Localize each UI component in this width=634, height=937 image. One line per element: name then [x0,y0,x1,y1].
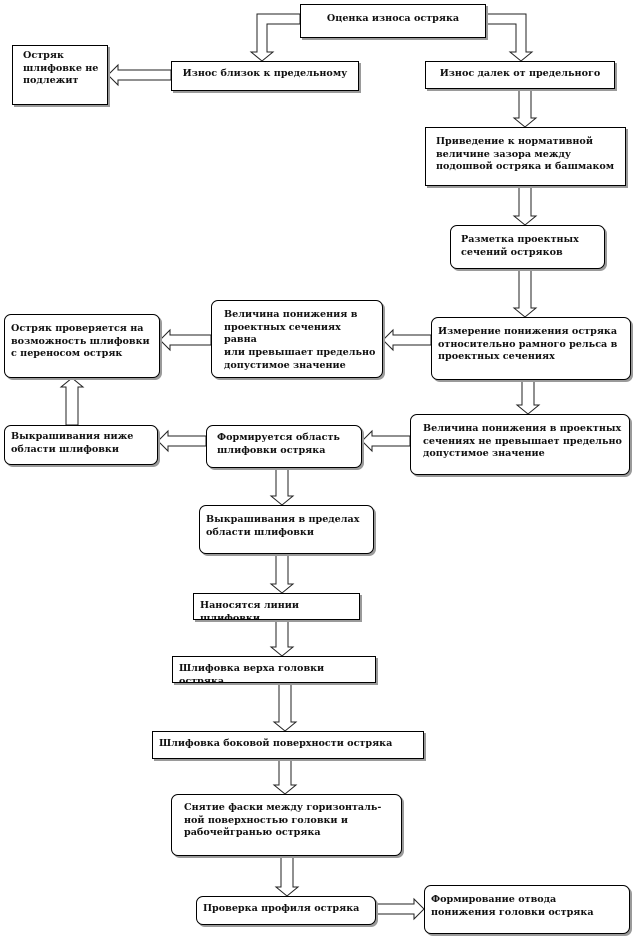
node-not-grindable: Остряк шлифовке не подлежит [12,45,108,105]
node-gap-normalization: Приведение к нормативной величине зазора… [425,127,626,186]
node-grind-head-top: Шлифовка верха головки остряка [172,656,376,683]
node-form-area: Формируется область шлифовки остряка [206,425,362,468]
arrow-assess-to-far-limit [485,13,534,62]
node-check-transfer: Остряк проверяется на возможность шлифов… [4,314,160,378]
arrow-chamfer-to-check-profile [274,855,300,897]
node-grind-side-surface: Шлифовка боковой поверхности остряка [152,731,424,759]
node-mark-sections: Разметка проектных сечений остряков [450,225,605,269]
node-form-lowering-outlet: Формирование отвода понижения головки ос… [424,885,630,934]
arrow-lines-to-grind-top [269,619,295,657]
arrow-chipping-below-to-check-transfer [59,377,85,426]
arrow-measure-to-acceptable [515,379,541,415]
arrow-mark-to-measure [512,268,538,318]
arrow-measure-to-exceeds [382,328,432,352]
node-chipping-below-area: Выкрашивания ниже области шлифовки [4,425,158,465]
arrow-form-area-to-chipping-below [157,429,207,453]
arrow-check-profile-to-outlet [375,897,425,921]
node-draw-grinding-lines: Наносятся линии шлифовки [193,593,360,620]
node-wear-near-limit: Износ близок к предельному [171,61,359,91]
arrow-acceptable-to-form-area [361,429,411,453]
node-chamfer-removal: Снятие фаски между горизонталь- ной пове… [171,794,402,856]
node-check-profile: Проверка профиля остряка [196,896,376,925]
node-assess-wear: Оценка износа остряка [300,4,486,38]
arrow-gap-to-mark [512,185,538,226]
node-lowering-exceeds: Величина понижения в проектных сечениях … [211,300,383,378]
arrow-grind-side-to-chamfer [272,758,298,795]
arrow-far-limit-to-gap [512,88,538,128]
node-lowering-acceptable: Величина понижения в проектных сечениях … [410,414,630,475]
arrow-grind-top-to-grind-side [272,682,298,732]
node-wear-far-limit: Износ далек от предельного [425,61,615,89]
arrow-exceeds-to-check-transfer [159,328,212,352]
node-chipping-within-area: Выкрашивания в пределах области шлифовки [199,505,374,554]
arrow-chipping-within-to-lines [269,553,295,594]
node-measure-lowering: Измерение понижения остряка относительно… [431,317,631,380]
arrow-assess-to-near-limit [249,13,301,62]
arrow-form-area-to-chipping-within [269,467,295,506]
arrow-near-limit-to-not-grindable [107,63,172,87]
